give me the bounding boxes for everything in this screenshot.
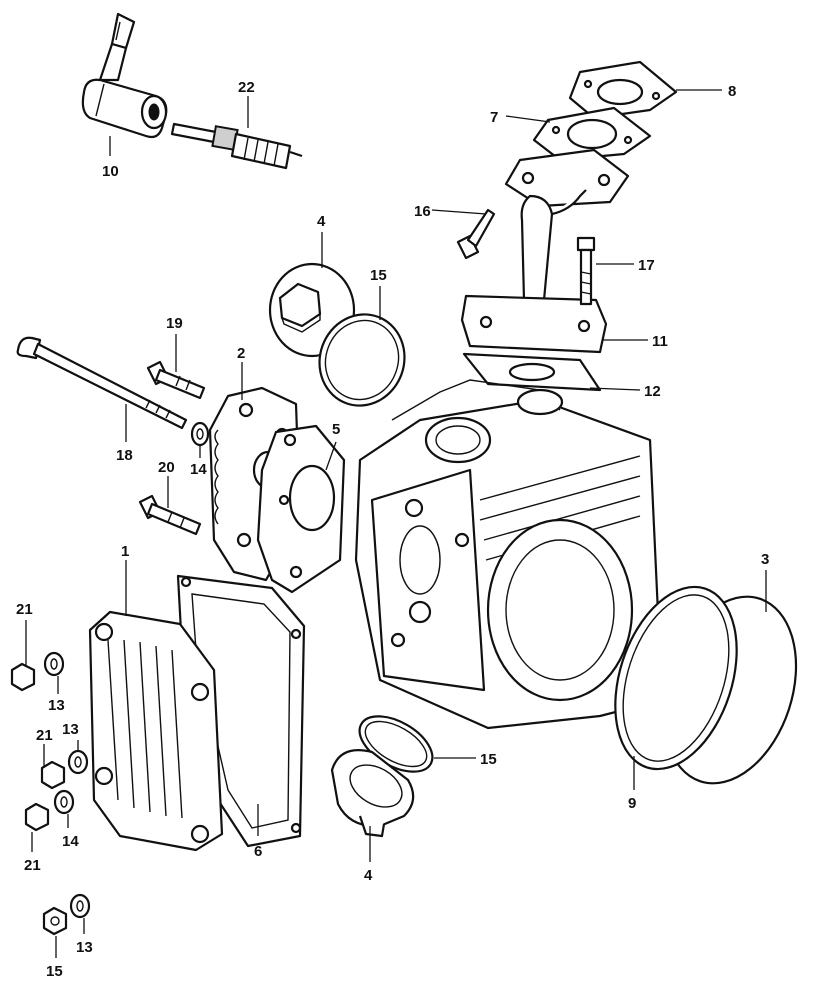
part-side-gasket bbox=[256, 424, 346, 594]
part-washer-13-a bbox=[43, 651, 65, 677]
part-washer-13-c bbox=[69, 893, 91, 919]
part-spark-plug bbox=[170, 122, 303, 170]
leader-lines bbox=[25, 89, 767, 958]
part-bolt-16 bbox=[456, 208, 496, 260]
callout-2: 2 bbox=[237, 345, 245, 362]
callout-9: 8 bbox=[728, 83, 736, 100]
callout-20: 15 bbox=[46, 963, 63, 980]
label-4-lower: 4 bbox=[364, 867, 373, 884]
part-tappet-cap-lower bbox=[330, 749, 415, 838]
callout-18: 18 bbox=[116, 447, 133, 464]
part-washer-14-upper bbox=[190, 421, 210, 447]
callout-17: 17 bbox=[638, 257, 655, 274]
label-7-visible: 9 bbox=[628, 795, 636, 812]
callout-labels-lower: 15 15 15 4 6 8 9 bbox=[254, 751, 636, 884]
part-intake-gasket bbox=[462, 352, 602, 392]
callout-15-upper: 15 bbox=[370, 267, 387, 284]
callout-4-upper: 4 bbox=[317, 213, 326, 230]
part-spark-plug-cap bbox=[81, 12, 168, 139]
part-insulator-gasket bbox=[568, 60, 678, 120]
callout-11: 12 bbox=[644, 383, 661, 400]
callout-19-upper: 19 bbox=[166, 315, 183, 332]
part-nut-21-b bbox=[40, 760, 66, 790]
part-cylinder-head bbox=[354, 379, 664, 730]
callout-13-a: 13 bbox=[48, 697, 65, 714]
label-15-lower: 15 bbox=[480, 751, 497, 768]
part-washer-14-lower bbox=[53, 789, 75, 815]
callout-1: 1 bbox=[121, 543, 129, 560]
part-insulator bbox=[532, 106, 652, 162]
callout-14-upper: 14 bbox=[190, 461, 207, 478]
callout-19-lower: 20 bbox=[158, 459, 175, 476]
part-nut-21-a bbox=[10, 662, 36, 692]
part-o-ring-upper bbox=[318, 313, 406, 407]
callout-10: 11 bbox=[652, 333, 668, 350]
part-nut-21-c bbox=[24, 802, 50, 832]
label-5: 6 bbox=[254, 843, 262, 860]
part-bolt-17 bbox=[576, 236, 596, 306]
callout-13-c: 13 bbox=[76, 939, 93, 956]
callout-labels: 10 22 8 7 16 17 4 15 11 12 19 2 18 14 5 … bbox=[16, 79, 769, 980]
part-nut-20 bbox=[42, 906, 68, 936]
callout-13-b: 13 bbox=[62, 721, 79, 738]
part-intake-pipe bbox=[460, 148, 630, 354]
callout-22: 22 bbox=[238, 79, 255, 96]
callout-12: 10 bbox=[102, 163, 119, 180]
part-o-ring-side bbox=[614, 585, 738, 771]
callout-6: 5 bbox=[332, 421, 340, 438]
callout-3: 3 bbox=[761, 551, 769, 568]
part-head-cover bbox=[88, 610, 224, 852]
callout-21-c: 21 bbox=[24, 857, 41, 874]
callout-8: 7 bbox=[490, 109, 498, 126]
callout-21-b: 21 bbox=[36, 727, 53, 744]
part-stud-bolt bbox=[16, 336, 188, 430]
callout-14-lower: 14 bbox=[62, 833, 79, 850]
callout-21-a: 21 bbox=[16, 601, 33, 618]
part-bolt-19-lower bbox=[138, 494, 202, 536]
callout-16: 16 bbox=[414, 203, 431, 220]
part-washer-13-b bbox=[67, 749, 89, 775]
part-bolt-19-upper bbox=[146, 360, 206, 400]
